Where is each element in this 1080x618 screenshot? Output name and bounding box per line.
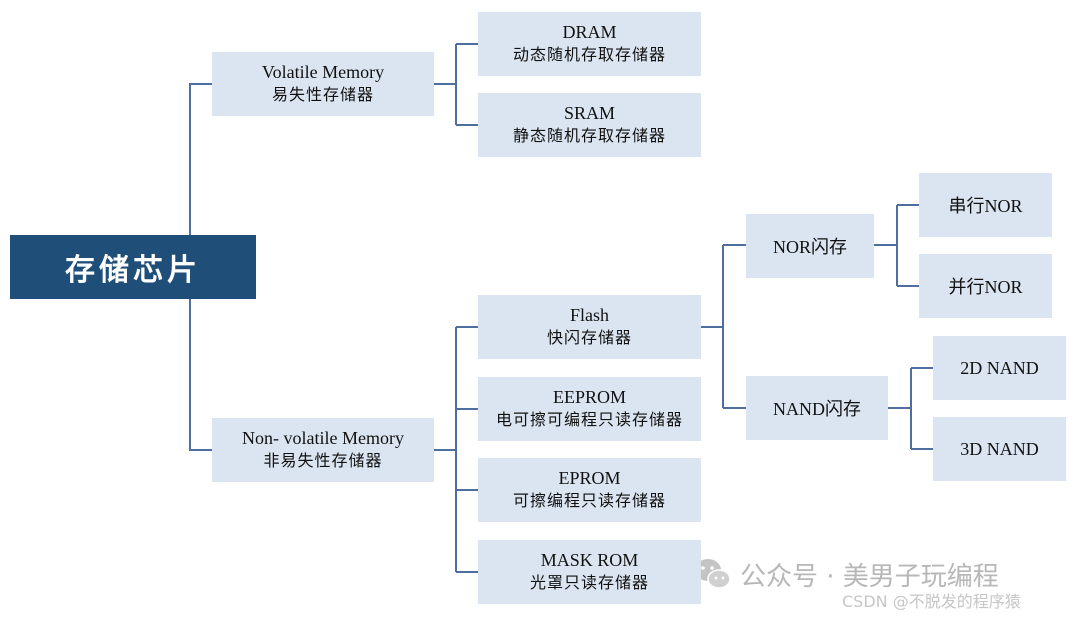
- node-nand-flash-label: NAND闪存: [773, 399, 861, 419]
- watermark: 公众号 · 美男子玩编程 CSDN @不脱发的程序猿: [695, 559, 1021, 611]
- root-label: 存储芯片: [65, 253, 201, 288]
- node-volatile-memory-zh: 易失性存储器: [271, 85, 374, 104]
- node-dram-zh: 动态随机存取存储器: [512, 45, 666, 64]
- node-volatile-memory-en: Volatile Memory: [261, 62, 385, 82]
- node-flash: Flash 快闪存储器: [478, 295, 701, 359]
- node-2d-nand-label: 2D NAND: [960, 357, 1039, 378]
- csdn-credit: CSDN @不脱发的程序猿: [842, 592, 1021, 611]
- node-nonvolatile-memory-zh: 非易失性存储器: [263, 451, 383, 470]
- node-serial-nor-label: 串行NOR: [948, 196, 1023, 216]
- watermark-text: 公众号 · 美男子玩编程: [740, 562, 999, 592]
- node-mask-rom-en: MASK ROM: [540, 550, 639, 570]
- node-3d-nand: 3D NAND: [933, 417, 1066, 481]
- connector-volatile-children: [434, 43, 478, 126]
- node-flash-zh: 快闪存储器: [546, 328, 632, 347]
- node-flash-en: Flash: [569, 305, 609, 325]
- node-nonvolatile-memory-en: Non- volatile Memory: [242, 428, 404, 448]
- node-dram-en: DRAM: [562, 22, 617, 42]
- node-dram: DRAM 动态随机存取存储器: [478, 12, 701, 76]
- node-mask-rom-zh: 光罩只读存储器: [529, 573, 649, 592]
- connector-root-volatile: [189, 83, 212, 235]
- node-volatile-memory: Volatile Memory 易失性存储器: [212, 52, 434, 116]
- root-node: 存储芯片: [10, 235, 256, 299]
- wechat-icon: [695, 559, 731, 589]
- connector-nor-children: [874, 204, 919, 287]
- node-nonvolatile-memory: Non- volatile Memory 非易失性存储器: [212, 418, 434, 482]
- node-eeprom-en: EEPROM: [552, 387, 626, 407]
- node-nor-flash: NOR闪存: [746, 214, 874, 278]
- node-parallel-nor-label: 并行NOR: [948, 277, 1023, 297]
- node-parallel-nor: 并行NOR: [919, 254, 1052, 318]
- node-sram-zh: 静态随机存取存储器: [512, 126, 666, 145]
- node-nand-flash: NAND闪存: [746, 376, 888, 440]
- connector-nand-children: [888, 367, 933, 450]
- node-serial-nor: 串行NOR: [919, 173, 1052, 237]
- node-nor-flash-label: NOR闪存: [772, 237, 847, 257]
- node-mask-rom: MASK ROM 光罩只读存储器: [478, 540, 701, 604]
- connector-flash-children: [701, 244, 746, 409]
- connector-root-nonvolatile: [189, 299, 212, 451]
- node-2d-nand: 2D NAND: [933, 336, 1066, 400]
- node-eprom-zh: 可擦编程只读存储器: [512, 491, 666, 510]
- node-eeprom-zh: 电可擦可编程只读存储器: [495, 410, 683, 429]
- node-3d-nand-label: 3D NAND: [960, 438, 1039, 459]
- connector-nonvolatile-children: [434, 326, 478, 573]
- node-sram: SRAM 静态随机存取存储器: [478, 93, 701, 157]
- node-eprom: EPROM 可擦编程只读存储器: [478, 458, 701, 522]
- node-eeprom: EEPROM 电可擦可编程只读存储器: [478, 377, 701, 441]
- node-sram-en: SRAM: [563, 103, 616, 123]
- node-eprom-en: EPROM: [558, 468, 621, 488]
